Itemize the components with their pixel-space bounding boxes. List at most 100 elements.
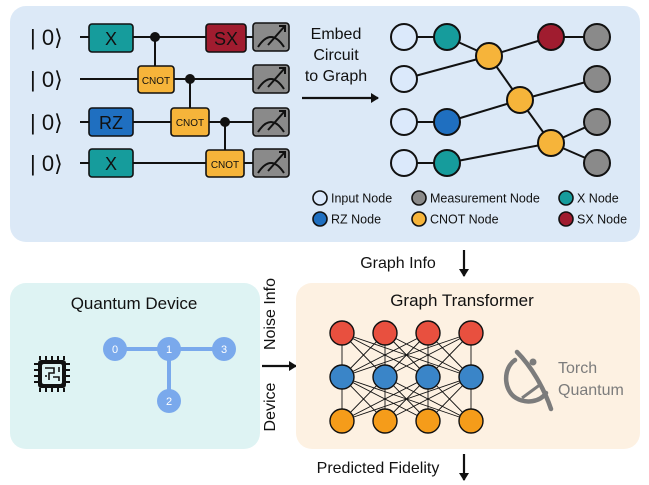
input-node <box>390 65 418 93</box>
legend-label: CNOT Node <box>430 213 499 227</box>
noise-info-label: Noise Info <box>262 278 279 350</box>
svg-text:CNOT: CNOT <box>176 118 204 129</box>
cnot-node <box>506 86 534 114</box>
legend-item: Input Node <box>312 190 392 206</box>
legend-label: X Node <box>577 192 619 206</box>
control-dot-q0 <box>150 32 160 42</box>
legend-label: SX Node <box>577 213 627 227</box>
legend-item: Measurement Node <box>411 190 540 206</box>
measurement-node <box>583 108 611 136</box>
legend-label: Measurement Node <box>430 192 540 206</box>
input-node <box>390 149 418 177</box>
svg-text:Torch: Torch <box>558 360 597 377</box>
control-dot-q1 <box>185 74 195 84</box>
graph-transformer-title: Graph Transformer <box>390 291 534 310</box>
cnot-gate-q3: CNOT <box>205 149 245 178</box>
svg-text:0: 0 <box>112 344 118 356</box>
graph-edge <box>403 55 490 80</box>
measurement-node <box>583 65 611 93</box>
nn-node <box>372 364 398 390</box>
svg-text:RZ: RZ <box>99 113 123 133</box>
rz-node <box>433 108 461 136</box>
svg-text:CNOT: CNOT <box>142 76 170 87</box>
legend: Input Node Measurement Node X Node RZ Node C… <box>312 190 627 227</box>
legend-item: X Node <box>558 190 619 206</box>
rz-gate-q2: RZ <box>88 107 134 137</box>
nn-node <box>458 408 484 434</box>
measurement-node <box>583 149 611 177</box>
nn-node <box>415 408 441 434</box>
svg-text:3: 3 <box>221 344 227 356</box>
ket-label-q2: | 0⟩ <box>30 110 63 135</box>
sx-node <box>537 23 565 51</box>
qubit-topology: 0 1 2 3 <box>103 337 236 413</box>
qubit-node: 1 <box>157 337 181 361</box>
nn-edge <box>384 376 472 422</box>
measurement-icon <box>252 107 290 137</box>
cnot-gate-q1: CNOT <box>137 65 175 94</box>
legend-item: SX Node <box>558 211 627 227</box>
svg-text:2: 2 <box>166 396 172 408</box>
x-gate-q0: X <box>88 23 134 53</box>
cnot-node <box>475 42 503 70</box>
nn-node <box>329 320 355 346</box>
nn-edge <box>341 332 429 378</box>
nn-edge <box>341 376 429 422</box>
cnot-gate-q2: CNOT <box>170 107 210 137</box>
nn-edge <box>341 332 472 378</box>
nn-node <box>329 408 355 434</box>
nn-node <box>372 408 398 434</box>
graph-nodes <box>390 23 611 177</box>
measurement-icon <box>252 64 290 94</box>
ket-label-q1: | 0⟩ <box>30 67 63 92</box>
predicted-fidelity-label: Predicted Fidelity <box>317 460 440 477</box>
legend-label: Input Node <box>331 192 392 206</box>
chip-icon <box>34 356 70 392</box>
nn-node <box>458 320 484 346</box>
embed-line-3: to Graph <box>305 68 367 85</box>
nn-edge <box>384 332 472 378</box>
nn-node <box>329 364 355 390</box>
nn-node <box>415 320 441 346</box>
control-dot-q2 <box>220 117 230 127</box>
legend-item: RZ Node <box>312 211 381 227</box>
svg-text:CNOT: CNOT <box>211 160 239 171</box>
input-node <box>390 108 418 136</box>
svg-text:SX: SX <box>214 29 238 49</box>
svg-text:X: X <box>105 154 117 174</box>
nn-node <box>458 364 484 390</box>
nn-node <box>372 320 398 346</box>
embed-line-1: Embed <box>311 26 362 43</box>
qubit-node: 0 <box>103 337 127 361</box>
x-gate-q3: X <box>88 148 134 178</box>
measurement-icon <box>252 148 290 178</box>
nn-edge <box>341 376 472 422</box>
graph-edge <box>446 142 552 164</box>
torch-quantum-logo: Torch Quantum <box>503 349 624 412</box>
ket-label-q3: | 0⟩ <box>30 151 63 176</box>
svg-text:Quantum: Quantum <box>558 382 624 399</box>
nn-node <box>415 364 441 390</box>
embed-line-2: Circuit <box>313 47 359 64</box>
measurement-node <box>583 23 611 51</box>
neural-network-nodes <box>329 320 484 434</box>
graph-info-label: Graph Info <box>360 255 436 272</box>
qubit-node: 3 <box>212 337 236 361</box>
sx-gate-q0: SX <box>205 23 247 53</box>
svg-text:1: 1 <box>166 344 172 356</box>
x-node <box>433 23 461 51</box>
input-node <box>390 23 418 51</box>
legend-label: RZ Node <box>331 213 381 227</box>
measurement-gates <box>252 22 290 178</box>
measurement-icon <box>252 22 290 52</box>
svg-text:X: X <box>105 29 117 49</box>
x-node <box>433 149 461 177</box>
qubit-node: 2 <box>157 389 181 413</box>
legend-item: CNOT Node <box>411 211 499 227</box>
cnot-node <box>537 129 565 157</box>
quantum-device-title: Quantum Device <box>71 294 198 313</box>
quantum-device-panel <box>10 283 260 449</box>
ket-label-q0: | 0⟩ <box>30 25 63 50</box>
device-label: Device <box>262 382 279 431</box>
